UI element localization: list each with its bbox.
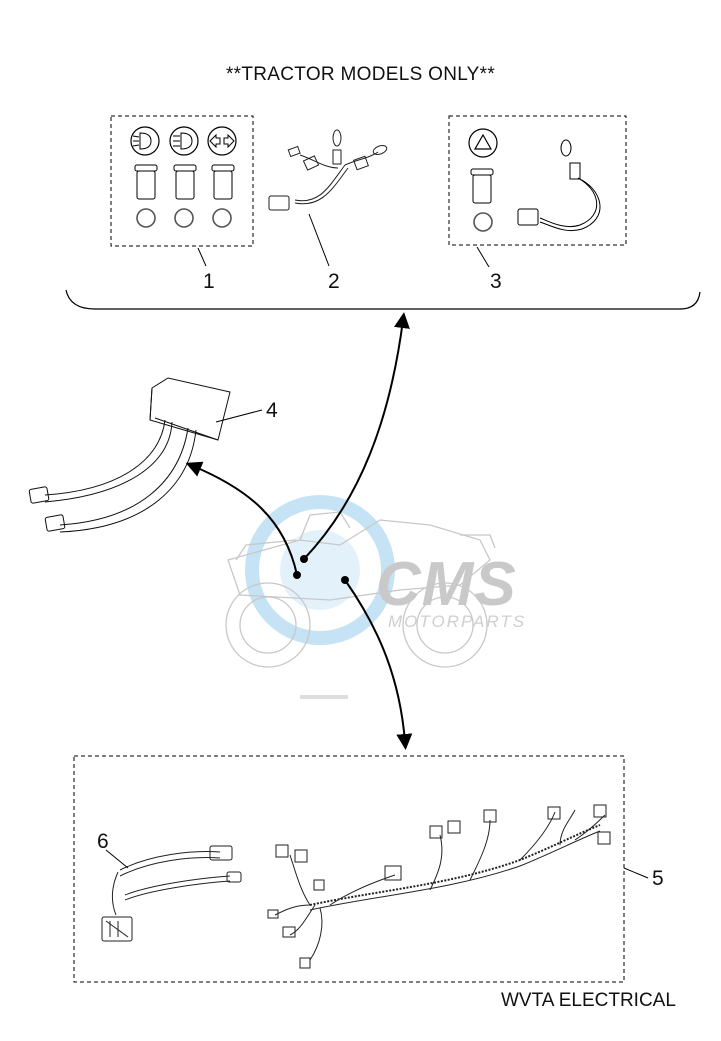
callout-1: 1 [203, 270, 215, 293]
leader-3 [476, 246, 490, 268]
part-4-control-module [28, 377, 231, 533]
arrow-to-harness [341, 576, 413, 750]
callout-3: 3 [490, 270, 502, 293]
callout-2: 2 [328, 270, 340, 293]
atv-outline [225, 511, 496, 699]
o-rings [136, 208, 232, 228]
callout-5: 5 [652, 867, 664, 890]
arrow-to-tractor-parts [300, 312, 410, 563]
watermark-logo [245, 495, 395, 645]
bulb-sockets [134, 164, 235, 200]
turn-signal-icon [207, 126, 237, 156]
leader-1 [197, 247, 207, 267]
callout-4: 4 [266, 399, 278, 422]
watermark-brand: CMS [376, 550, 517, 619]
callout-6: 6 [97, 830, 109, 853]
leader-5 [623, 867, 649, 879]
headlight-low-icon [130, 126, 160, 156]
headlight-high-icon [169, 126, 199, 156]
part-3-socket-and-bulb [470, 139, 601, 232]
leader-4 [215, 409, 263, 423]
watermark-tagline: MOTORPARTS [388, 612, 527, 631]
models-bracket [65, 289, 701, 310]
part-2-bulb-harness [268, 129, 388, 267]
part-3-box [448, 115, 627, 246]
footer-label: WVTA ELECTRICAL [501, 990, 676, 1011]
leader-6 [105, 849, 129, 869]
arrow-to-part-4 [185, 461, 301, 579]
hazard-warning-icon [468, 128, 498, 158]
diagram-title: **TRACTOR MODELS ONLY** [225, 64, 496, 85]
part-6-sub-harness [101, 845, 242, 942]
part-5-box [73, 755, 625, 983]
part-5-main-harness [267, 804, 611, 969]
part-1-box [110, 115, 254, 247]
